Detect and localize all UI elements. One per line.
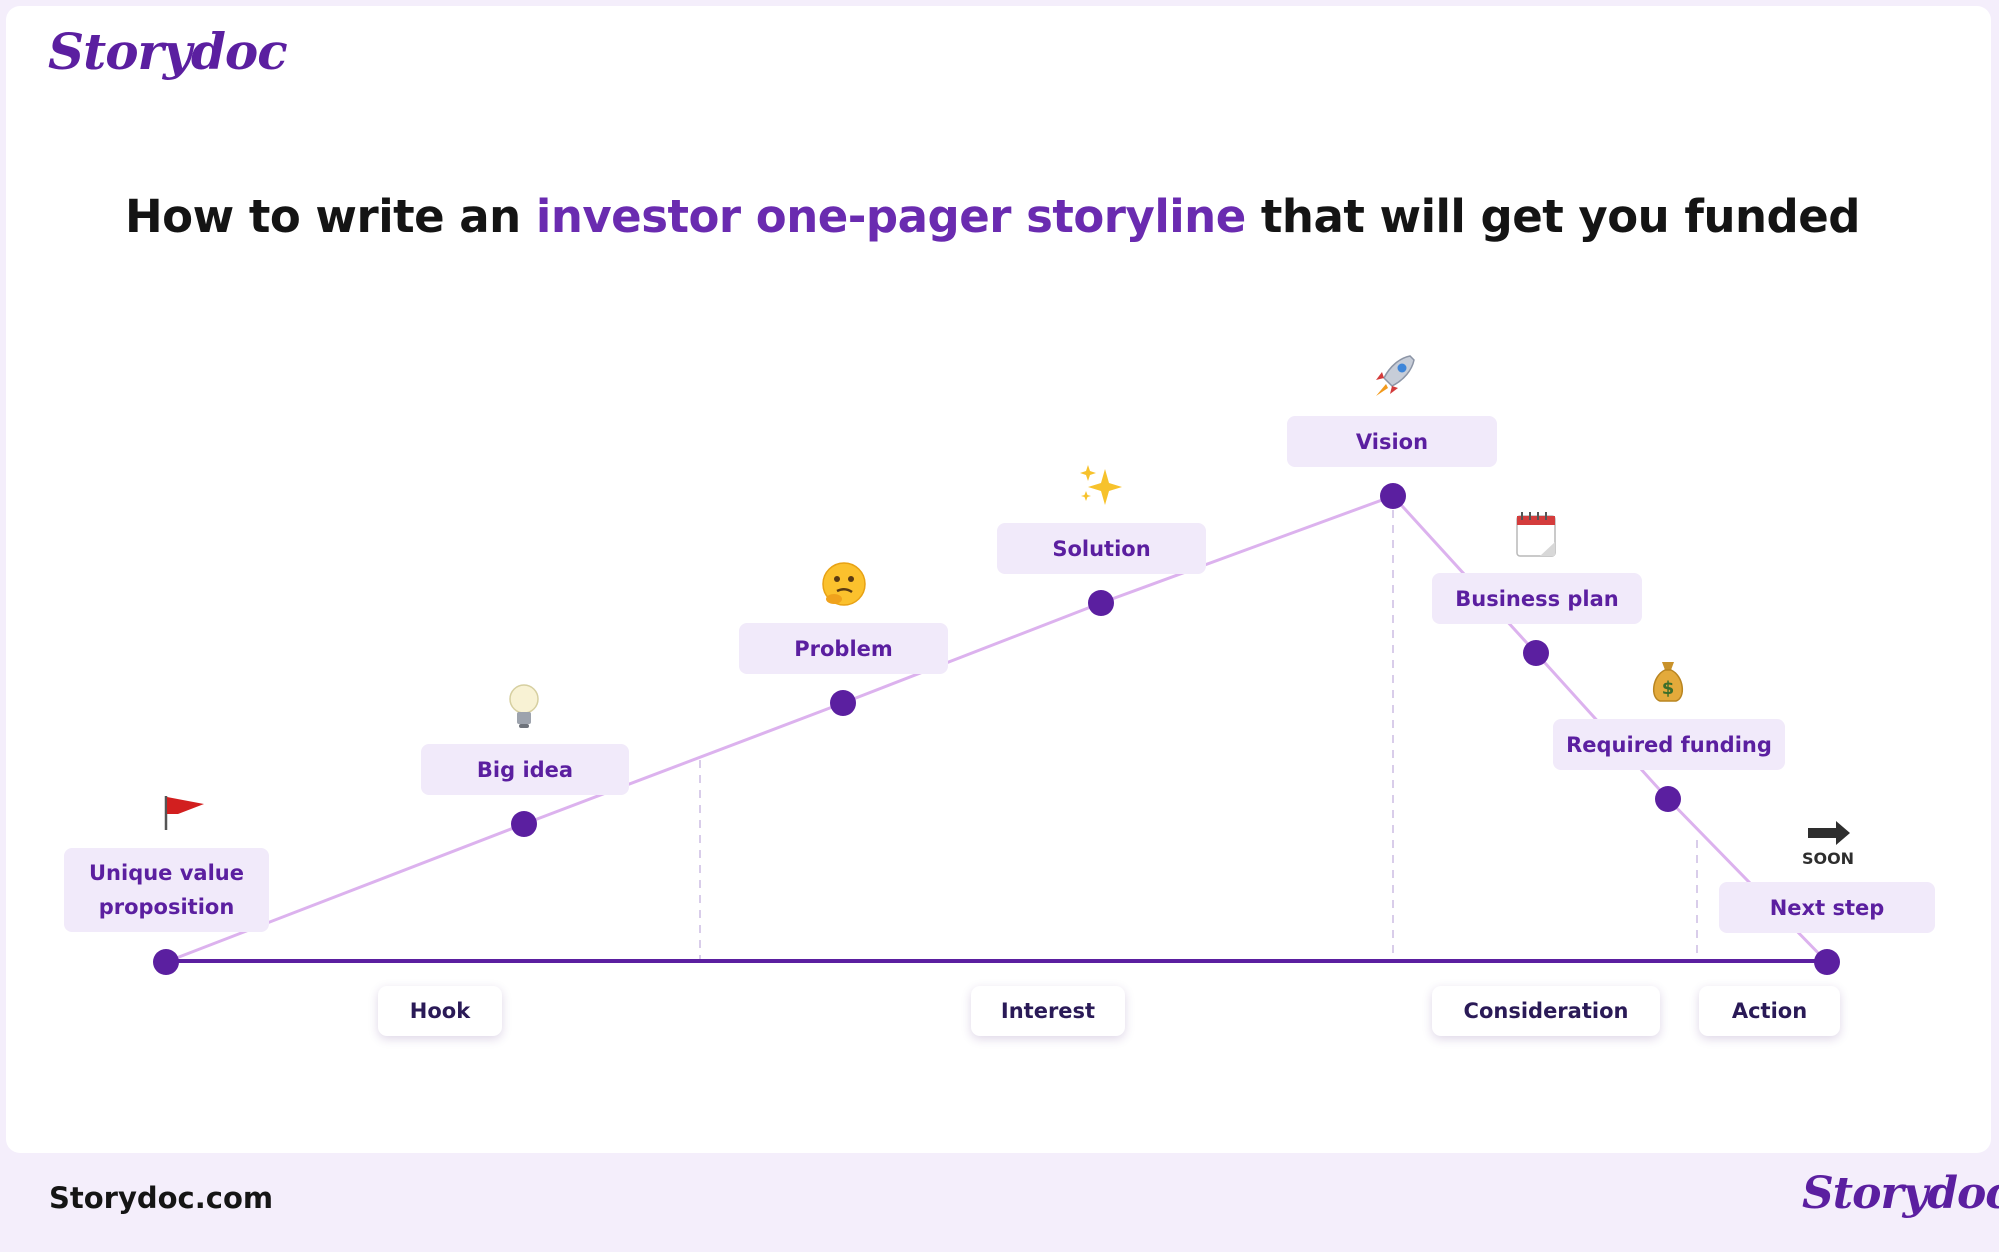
page-title: How to write an investor one-pager story… [0,190,1985,243]
footer-url: Storydoc.com [49,1181,274,1215]
stage-node-big-idea [511,811,537,837]
stage-label-business-plan: Business plan [1432,573,1642,624]
red-flag-icon [164,796,204,830]
soon-text: SOON [1802,849,1854,868]
stage-node-solution [1088,590,1114,616]
money-bag-icon: $ [1653,662,1683,702]
phase-action: Action [1699,986,1840,1036]
stage-node-business-plan [1523,640,1549,666]
stage-label-problem: Problem [739,623,948,674]
storydoc-logo: Storydoc [48,22,288,81]
svg-text:$: $ [1662,678,1675,699]
light-bulb-icon [509,684,539,728]
stage-label-big-idea: Big idea [421,744,629,795]
headline-part-1: How to write an [125,190,536,243]
stage-node-unique-value-proposition [153,949,179,975]
headline-part-2: that will get you funded [1245,190,1861,243]
sparkles-icon [1080,465,1122,505]
stage-node-required-funding [1655,786,1681,812]
stage-node-vision [1380,483,1406,509]
calendar-icon [1516,512,1556,557]
stage-label-required-funding: Required funding [1553,719,1785,770]
phase-interest: Interest [971,986,1125,1036]
stage-label-next-step: Next step [1719,882,1935,933]
phase-consideration: Consideration [1432,986,1660,1036]
storydoc-logo-footer: Storydoc [1802,1168,1999,1219]
stage-node-problem [830,690,856,716]
stage-label-solution: Solution [997,523,1206,574]
storyline-path [165,494,1829,964]
soon-arrow-icon: SOON [1802,821,1854,868]
rocket-icon [1376,355,1415,396]
stage-label-vision: Vision [1287,416,1497,467]
phase-hook: Hook [378,986,502,1036]
stage-label-unique-value-proposition: Unique value proposition [64,848,269,932]
headline-accent: investor one-pager storyline [535,190,1246,243]
stage-node-next-step [1814,949,1840,975]
thinking-face-icon [822,562,866,606]
